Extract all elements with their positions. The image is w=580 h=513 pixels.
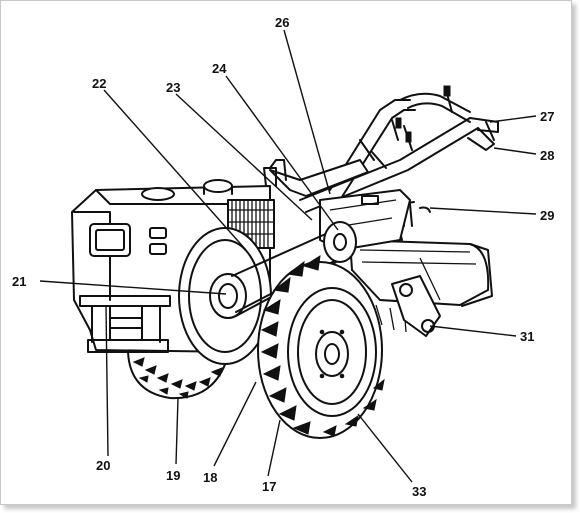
- left-tire: [127, 344, 227, 400]
- right-tire: [257, 255, 385, 439]
- callout-labels: 26 22 23 24 27 28 29 21 31 20 19 18 17 3…: [12, 15, 554, 499]
- gearbox-pulley: [323, 221, 357, 263]
- callout-17: 17: [262, 479, 276, 494]
- callout-31: 31: [520, 329, 534, 344]
- callout-19: 19: [166, 468, 180, 483]
- callout-24: 24: [212, 61, 227, 76]
- leader-lines: [39, 29, 537, 483]
- front-bumper: [79, 295, 171, 353]
- callout-18: 18: [203, 470, 217, 485]
- callout-27: 27: [540, 109, 554, 124]
- callout-21: 21: [12, 274, 26, 289]
- callout-28: 28: [540, 148, 554, 163]
- callout-20: 20: [96, 458, 110, 473]
- callout-29: 29: [540, 208, 554, 223]
- callout-23: 23: [166, 80, 180, 95]
- callout-26: 26: [275, 15, 289, 30]
- callout-33: 33: [412, 484, 426, 499]
- callout-22: 22: [92, 76, 106, 91]
